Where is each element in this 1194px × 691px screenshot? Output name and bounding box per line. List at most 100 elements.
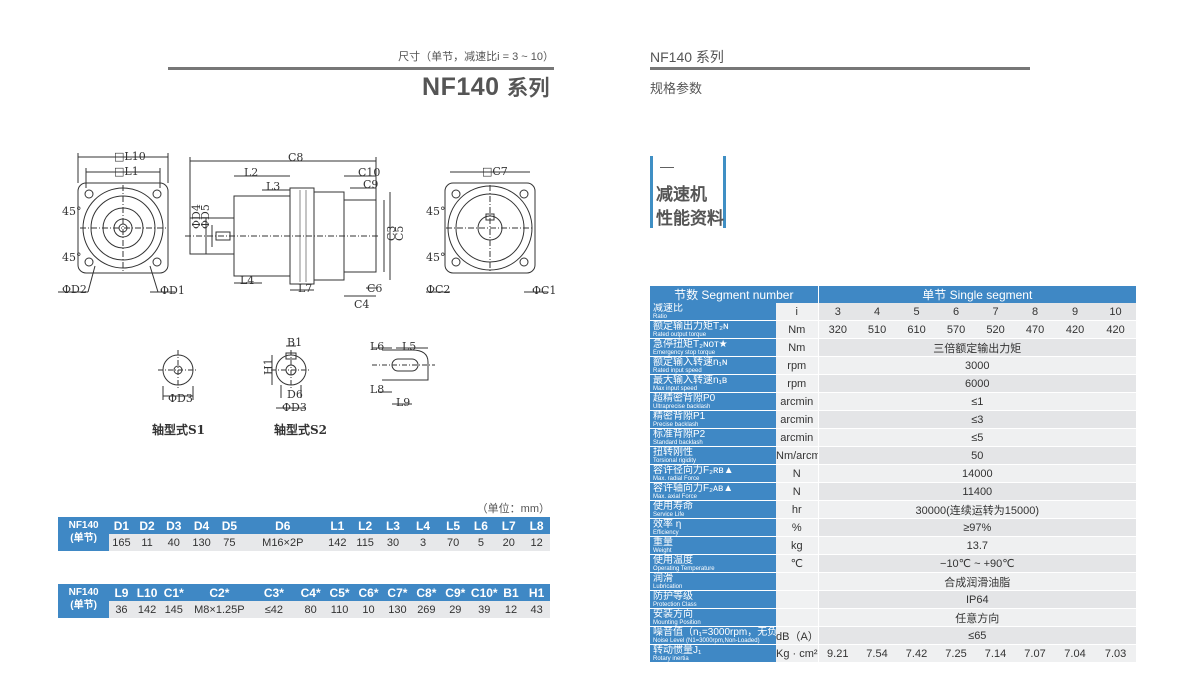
spec-param-english: Efficiency — [653, 530, 679, 536]
label-rear-angle-bottom: 45° — [426, 251, 446, 264]
spec-merged-value: 30000(连续运转为15000) — [818, 500, 1137, 519]
spec-param-name: 安装方向 — [653, 609, 693, 620]
label-s2-d3: ΦD3 — [282, 401, 307, 414]
dim-value-cell: 3 — [407, 534, 439, 551]
label-h1: H1 — [262, 358, 275, 375]
dimension-subtitle: 尺寸（单节，减速比i = 3 ~ 10） — [398, 51, 554, 63]
spec-param-name: 防护等级 — [653, 591, 693, 602]
spec-param-english: Protection Class — [653, 602, 697, 608]
caption-shaft-s2: 轴型式S2 — [274, 423, 328, 437]
label-sq-l10: □L10 — [114, 150, 146, 163]
spec-merged-value: 6000 — [818, 374, 1137, 393]
label-l3: L3 — [266, 180, 281, 193]
key-detail-drawing — [372, 347, 435, 405]
spec-param-name: 超精密背隙P0 — [653, 393, 716, 404]
dim-header-cell: C3* — [251, 584, 297, 601]
technical-drawing — [58, 153, 548, 409]
spec-param-english: Weight — [653, 548, 672, 554]
spec-param-name: 使用寿命 — [653, 501, 693, 512]
spec-merged-value: ≤5 — [818, 428, 1137, 447]
label-c4: C4 — [354, 298, 370, 311]
caption-shaft-s1: 轴型式S1 — [152, 423, 206, 437]
label-rear-angle-top: 45° — [426, 205, 446, 218]
dim-header-cell: H1 — [523, 584, 550, 601]
dim-value-cell: 36 — [109, 601, 134, 618]
table1-model-cell: NF140(单节) — [58, 517, 110, 551]
label-d6: D6 — [287, 388, 303, 401]
table1-model: NF140 — [68, 520, 99, 531]
spec-merged-value: ≥97% — [818, 518, 1137, 537]
dim-value-cell: 142 — [133, 601, 161, 618]
spec-merged-value: 13.7 — [818, 536, 1137, 555]
spec-param-english: Rated output torque — [653, 332, 707, 338]
side-view-drawing — [185, 157, 391, 297]
spec-value-cell: 470 — [1015, 320, 1056, 339]
label-l5: L5 — [402, 340, 417, 353]
spec-unit-cell — [776, 608, 819, 627]
dim-value-cell: M8×1.25P — [187, 601, 252, 618]
right-header-rule — [650, 67, 1030, 70]
label-c10: C10 — [358, 166, 381, 179]
spec-param-english: Standard backlash — [653, 440, 703, 446]
spec-value-cell: 7.04 — [1055, 644, 1096, 663]
dim-value-cell: 5 — [467, 534, 495, 551]
spec-value-cell: 7 — [976, 303, 1016, 321]
label-c8: C8 — [288, 151, 304, 164]
spec-merged-value: −10℃ ~ +90℃ — [818, 554, 1137, 573]
spec-unit-cell: Kg · cm² — [776, 644, 819, 663]
dim-value-cell: 130 — [382, 601, 412, 618]
label-c5: C5 — [393, 225, 406, 241]
spec-merged-value: ≤65 — [818, 626, 1137, 645]
dim-header-cell: L10 — [133, 584, 161, 601]
spec-value-cell: 420 — [1095, 320, 1137, 339]
spec-value-cell: 9 — [1055, 303, 1096, 321]
spec-value-cell: 5 — [897, 303, 937, 321]
label-front-angle-bottom: 45° — [62, 251, 82, 264]
spec-merged-value: IP64 — [818, 590, 1137, 609]
dim-header-cell: L4 — [407, 517, 439, 534]
label-l6: L6 — [370, 340, 385, 353]
spec-param-english: Rotary inertia — [653, 656, 689, 662]
label-c2: ΦC2 — [426, 283, 451, 296]
spec-param-name: 容许径向力F₂ʀʙ▲ — [653, 465, 734, 476]
spec-unit-cell: rpm — [776, 356, 819, 375]
spec-param-english: Torsional rigidity — [653, 458, 697, 464]
spec-unit-cell: rpm — [776, 374, 819, 393]
spec-param-name: 精密背隙P1 — [653, 411, 706, 422]
label-s1-d3: ΦD3 — [168, 392, 193, 405]
spec-param-name: 减速比 — [653, 303, 683, 314]
dim-value-cell: 12 — [523, 534, 550, 551]
spec-value-cell: 7.25 — [936, 644, 977, 663]
table2-model-sub: (单节) — [70, 600, 97, 611]
spec-merged-value: ≤1 — [818, 392, 1137, 411]
dim-header-cell: C10* — [469, 584, 499, 601]
spec-value-cell: 610 — [897, 320, 937, 339]
spec-unit-cell: Nm — [776, 320, 819, 339]
spec-value-cell: 510 — [857, 320, 898, 339]
spec-unit-cell: Nm/arcmin — [776, 446, 819, 465]
title-model: NF140 — [422, 73, 507, 101]
dim-value-cell: 110 — [325, 601, 355, 618]
spec-value-cell: 9.21 — [818, 644, 858, 663]
spec-table-header: 节数 Segment number 单节 Single segment — [650, 286, 1137, 303]
front-view-drawing — [58, 153, 175, 293]
spec-param-name: 转动惯量J₁ — [653, 645, 702, 656]
spec-param-cell: 容许轴向力F₂ᴀʙ▲Max. axial Force — [650, 482, 776, 501]
dim-header-cell: L5 — [438, 517, 468, 534]
label-l7: L7 — [298, 282, 313, 295]
spec-param-name: 额定输入转速n₁ɴ — [653, 357, 728, 368]
